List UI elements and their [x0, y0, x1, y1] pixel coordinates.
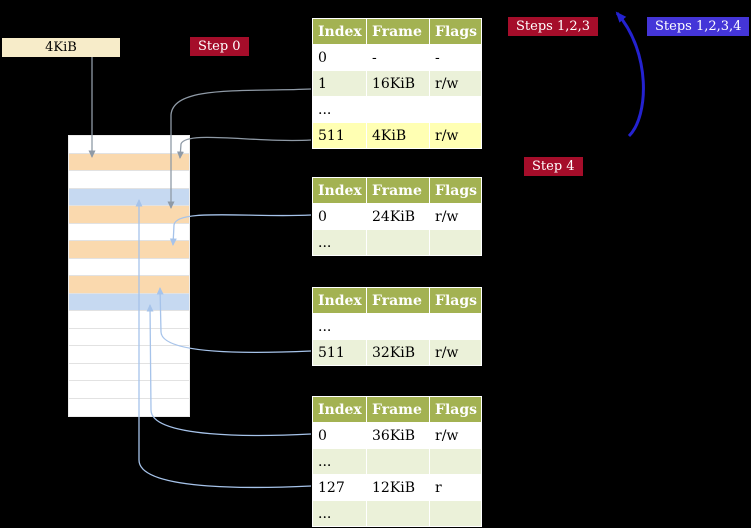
table-cell: 12KiB [366, 474, 430, 501]
table-row: ... [312, 96, 482, 123]
memory-frame-row [69, 206, 189, 224]
steps123-badge: Steps 1,2,3 [508, 17, 599, 36]
arrow-entry511-to-frame4 [176, 136, 312, 159]
memory-frame-row [69, 293, 189, 311]
table-header-cell: Index [312, 177, 367, 204]
step4-badge: Step 4 [524, 157, 583, 176]
table-row: ... [312, 313, 482, 340]
memory-frame-row [69, 346, 189, 364]
table-cell [429, 500, 482, 527]
table-header-cell: Index [312, 287, 367, 314]
table-header-cell: Flags [429, 396, 482, 423]
table-cell [429, 96, 482, 123]
step0-badge: Step 0 [190, 37, 249, 56]
memory-frame-row [69, 241, 189, 259]
memory-frame-row [69, 363, 189, 381]
table-cell: 4KiB [366, 122, 430, 149]
table-cell [429, 229, 482, 256]
table-cell: r/w [429, 122, 482, 149]
memory-frame-row [69, 188, 189, 206]
arrow-entry0-to-frame24 [169, 214, 312, 246]
recursive-loop-arrow [615, 11, 645, 138]
table-cell [366, 448, 430, 475]
memory-frame-row [69, 153, 189, 171]
table-cell: ... [312, 229, 367, 256]
table-cell: r/w [429, 422, 482, 449]
memory-frame-row [69, 136, 189, 154]
table-cell: r/w [429, 203, 482, 230]
table-cell: 1 [312, 70, 367, 97]
table-header-cell: Index [312, 18, 367, 45]
physical-memory-column [68, 135, 190, 417]
table-header-cell: Frame [366, 287, 430, 314]
table-header-cell: Frame [366, 177, 430, 204]
table-cell: ... [312, 313, 367, 340]
table-cell [366, 313, 430, 340]
table-header-cell: Index [312, 396, 367, 423]
arrow-entry1-to-frame16 [167, 88, 312, 209]
table-header-cell: Frame [366, 396, 430, 423]
memory-frame-row [69, 328, 189, 346]
table-cell: 0 [312, 422, 367, 449]
frame-address-label: 4KiB [45, 40, 77, 55]
memory-frame-row [69, 171, 189, 189]
memory-frame-row [69, 276, 189, 294]
table-header-cell: Flags [429, 287, 482, 314]
table-cell: 127 [312, 474, 367, 501]
table-cell: ... [312, 500, 367, 527]
table-header-cell: Flags [429, 177, 482, 204]
memory-frame-row [69, 258, 189, 276]
memory-frame-row [69, 381, 189, 399]
table-cell: 16KiB [366, 70, 430, 97]
frame-address-box: 4KiB [2, 38, 120, 57]
table-cell: ... [312, 448, 367, 475]
table-cell: r [429, 474, 482, 501]
table-cell [429, 313, 482, 340]
table-row: ... [312, 500, 482, 527]
table-row: ... [312, 448, 482, 475]
table-cell: ... [312, 96, 367, 123]
memory-frame-row [69, 398, 189, 416]
table-cell: - [429, 44, 482, 71]
table-cell: r/w [429, 339, 482, 366]
table-cell: 24KiB [366, 203, 430, 230]
table-cell: 36KiB [366, 422, 430, 449]
table-cell: - [366, 44, 430, 71]
memory-frame-row [69, 223, 189, 241]
table-row: 0-- [312, 44, 482, 71]
table-row: ... [312, 229, 482, 256]
table-cell [366, 229, 430, 256]
table-cell: r/w [429, 70, 482, 97]
table-cell: 32KiB [366, 339, 430, 366]
steps1234-badge: Steps 1,2,3,4 [647, 17, 750, 36]
table-cell: 511 [312, 122, 367, 149]
memory-frame-row [69, 311, 189, 329]
table-cell: 0 [312, 44, 367, 71]
table-cell [366, 96, 430, 123]
table-header-cell: Frame [366, 18, 430, 45]
table-cell: 511 [312, 339, 367, 366]
table-header-cell: Flags [429, 18, 482, 45]
table-cell: 0 [312, 203, 367, 230]
table-cell [429, 448, 482, 475]
table-cell [366, 500, 430, 527]
